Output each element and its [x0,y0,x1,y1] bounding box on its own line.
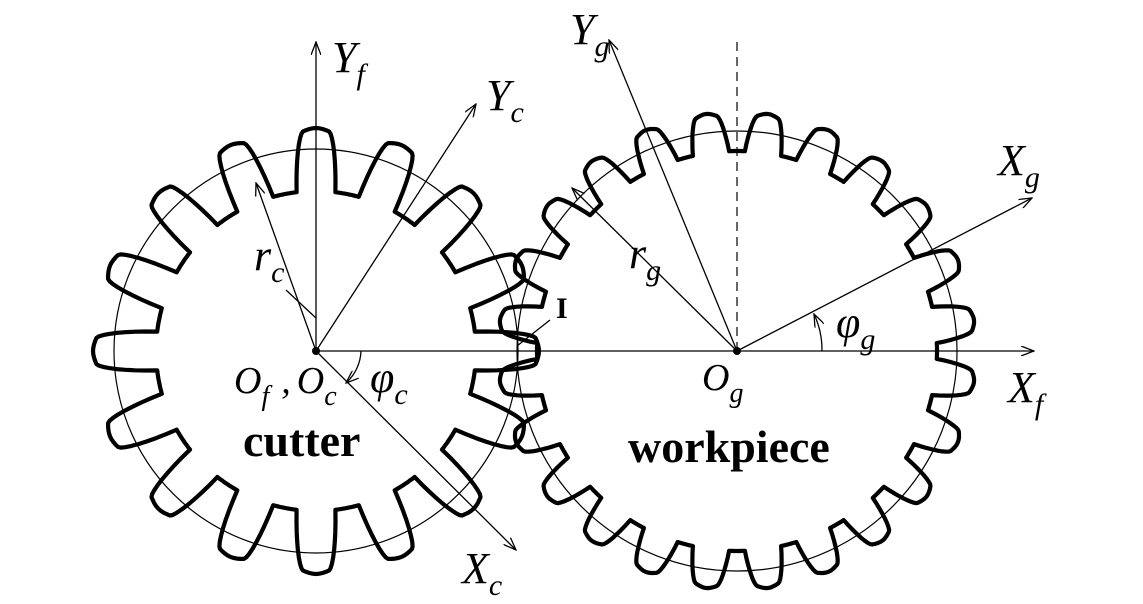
point-i-leader [516,319,551,347]
phi-g-arc [814,314,822,352]
label-yf: Yf [332,33,368,91]
label-workpiece: workpiece [628,421,830,472]
label-rc: rc [254,231,284,289]
label-xc: Xc [460,544,502,602]
cutter-gear-profile [90,125,542,577]
rg-radius-line [572,188,738,352]
phi-c-arc [346,350,362,383]
label-xg: Xg [996,136,1040,194]
rc-leader-line [285,289,317,319]
xg-axis [736,198,1032,352]
label-of-oc: Of,Oc [234,360,337,412]
label-yg: Yg [570,5,609,63]
center-og-point [733,347,741,355]
label-og: Og [702,357,743,409]
label-xf: Xf [1006,363,1047,421]
rc-radius-line [256,183,317,352]
center-of-point [312,347,320,355]
label-phi-g: φg [836,298,875,356]
label-phi-c: φc [370,353,408,411]
label-rg: rg [629,229,661,287]
yg-axis [609,40,738,352]
label-yc: Yc [486,71,524,129]
workpiece-gear-profile [497,111,977,591]
label-point-i: I [556,292,568,325]
yc-axis [315,104,476,352]
label-cutter: cutter [243,415,360,466]
